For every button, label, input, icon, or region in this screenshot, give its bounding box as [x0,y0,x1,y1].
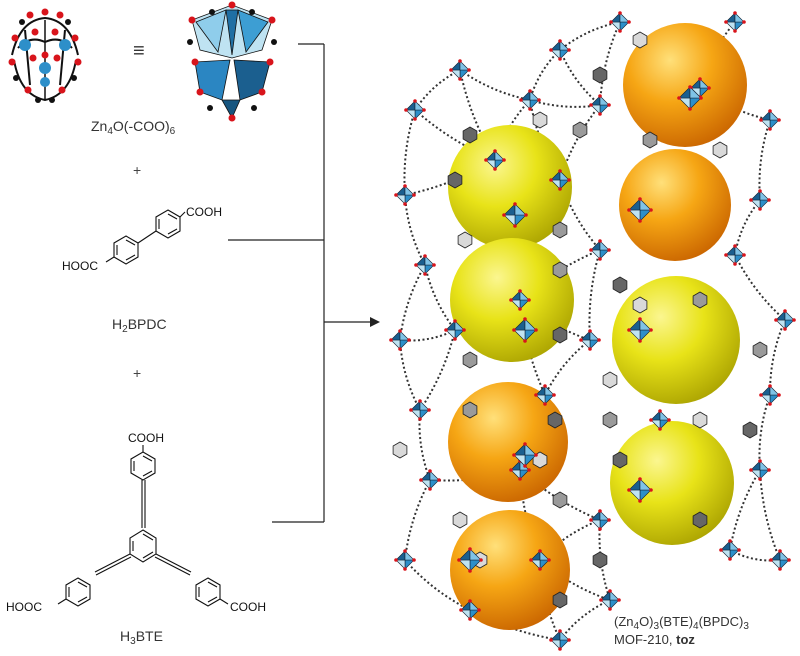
linker-ring [693,512,707,528]
pore-sphere [448,382,568,502]
linker-ring [553,262,567,278]
bte-group-right: COOH [230,600,266,614]
linker-ring [553,492,567,508]
linker-ring [593,67,607,83]
linker-ring [533,112,547,128]
zn4o-cluster-ball-stick [9,9,82,104]
zn4o-sbu [419,469,441,491]
bpdc-group-top: COOH [186,205,222,219]
linker-ring [453,512,467,528]
bte-structure: COOH HOOC COOH [6,431,266,614]
zn4o-sbu [749,189,771,211]
mof-framework [389,11,796,651]
zn4o-sbu [549,629,571,651]
bte-group-left: HOOC [6,600,42,614]
linker-ring [693,412,707,428]
bpdc-group-left: HOOC [62,259,98,273]
zn4o-sbu [449,59,471,81]
linker-ring [463,127,477,143]
zn4o-sbu [769,549,791,571]
pore-sphere [612,276,740,404]
reaction-bracket [228,44,372,522]
linker-ring [633,32,647,48]
linker-ring [553,327,567,343]
zn4o-sbu [414,254,436,276]
linker-ring [743,422,757,438]
linker-ring [593,552,607,568]
zn4o-sbu [599,589,621,611]
linker-ring [603,372,617,388]
linker-ring [553,222,567,238]
zn4o-sbu [609,11,631,33]
linker-ring [713,142,727,158]
bte-group-top: COOH [128,431,164,445]
linker-ring [463,402,477,418]
zn4o-sbu [774,309,796,331]
linker-ring [463,352,477,368]
zn4o-sbu [724,244,746,266]
zn4o-sbu [759,384,781,406]
zn4o-cluster-polyhedra [187,2,277,122]
linker-ring [393,442,407,458]
zn4o-sbu [749,459,771,481]
pore-sphere [610,421,734,545]
linker-ring [613,452,627,468]
zn4o-sbu [409,399,431,421]
linker-ring [458,232,472,248]
linker-ring [753,342,767,358]
zn4o-sbu [589,509,611,531]
linker-ring [643,132,657,148]
bpdc-structure: COOH HOOC [62,205,222,273]
linker-ring [693,292,707,308]
zn4o-sbu [394,184,416,206]
zn4o-sbu [719,539,741,561]
zn4o-sbu [589,94,611,116]
linker-ring [613,277,627,293]
linker-ring [633,297,647,313]
framework-spheres [448,23,747,630]
linker-ring [573,122,587,138]
linker-ring [603,412,617,428]
linker-ring [553,592,567,608]
zn4o-sbu [724,11,746,33]
reaction-arrow-head [370,317,380,327]
zn4o-sbu [389,329,411,351]
linker-ring [548,412,562,428]
linker-ring [448,172,462,188]
zn4o-sbu [589,239,611,261]
zn4o-sbu [759,109,781,131]
